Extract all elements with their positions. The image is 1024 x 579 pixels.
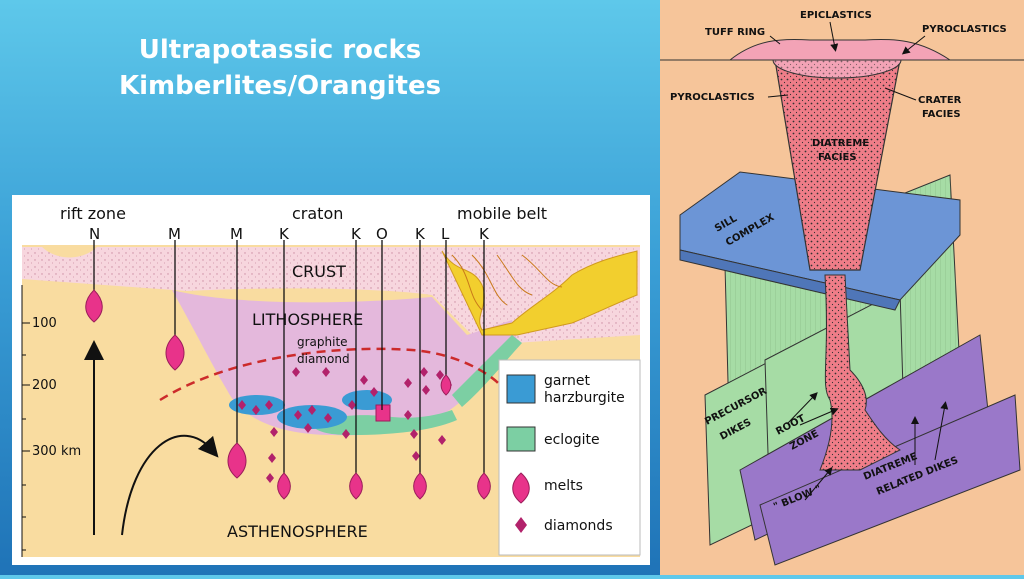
legend-swatch-eclogite xyxy=(506,426,536,452)
legend: garnet harzburgite eclogite melts diamon… xyxy=(498,359,641,556)
harzburgite-body xyxy=(229,395,285,415)
legend-swatch-diamonds xyxy=(515,517,527,533)
eclogite-body xyxy=(452,335,522,407)
pipe-letter-9: K xyxy=(479,225,490,243)
graphite-label: graphite xyxy=(297,335,348,349)
craton-cross-section: 100 200 300 km rift zone craton mobile b… xyxy=(12,195,650,565)
label-diatreme: DIATREME xyxy=(812,138,869,149)
kimberlite-pipe-diagram: EPICLASTICS TUFF RING PYROCLASTICS PYROC… xyxy=(660,0,1024,575)
depth-axis xyxy=(21,285,30,557)
melt-paths xyxy=(93,240,485,475)
kimberlite-pipe-svg: EPICLASTICS TUFF RING PYROCLASTICS PYROC… xyxy=(660,0,1024,575)
pipe-letter-1: N xyxy=(89,225,100,243)
zone-craton: craton xyxy=(292,204,343,223)
depth-100: 100 xyxy=(32,316,57,331)
purple-dike-2 xyxy=(759,394,1021,566)
mobile-belt-folds xyxy=(441,250,638,336)
cross-section-svg: 100 200 300 km rift zone craton mobile b… xyxy=(21,204,641,557)
depth-200: 200 xyxy=(32,378,57,393)
orangite-body xyxy=(375,404,391,422)
depth-300: 300 km xyxy=(32,444,81,459)
zone-rift: rift zone xyxy=(60,204,126,223)
crust-label: CRUST xyxy=(292,262,346,281)
legend-melts: melts xyxy=(544,478,583,494)
legend-eclogite: eclogite xyxy=(544,432,600,448)
title-line-1: Ultrapotassic rocks xyxy=(138,35,422,65)
diamond-markers xyxy=(238,367,452,483)
legend-garnet-line1: garnet xyxy=(544,373,590,389)
label-pyroclastics-top: PYROCLASTICS xyxy=(922,24,1007,35)
diamond-label: diamond xyxy=(297,352,350,366)
pipe-letter-7: K xyxy=(415,225,426,243)
label-crater: CRATER xyxy=(918,95,962,106)
label-tuff-ring: TUFF RING xyxy=(705,27,765,38)
pipe-letter-3: M xyxy=(230,225,243,243)
slide-title: Ultrapotassic rocks Kimberlites/Orangite… xyxy=(80,32,480,104)
label-epiclastics: EPICLASTICS xyxy=(800,10,872,21)
title-line-2: Kimberlites/Orangites xyxy=(118,71,442,101)
label-crater-facies: FACIES xyxy=(922,109,961,120)
pipe-letter-2: M xyxy=(168,225,181,243)
graphite-diamond-boundary xyxy=(159,347,503,402)
legend-garnet-line2: harzburgite xyxy=(544,390,625,406)
pipe-letter-5: K xyxy=(351,225,362,243)
asthenosphere-label: ASTHENOSPHERE xyxy=(227,522,368,541)
melt-drops xyxy=(85,289,491,500)
label-pyroclastics-left: PYROCLASTICS xyxy=(670,92,755,103)
pipe-letter-4: K xyxy=(279,225,290,243)
lithosphere-label: LITHOSPHERE xyxy=(252,310,363,329)
legend-swatch-melts xyxy=(512,472,530,504)
tuff-ring xyxy=(728,38,952,61)
pipe-letter-8: L xyxy=(441,225,450,243)
legend-diamonds: diamonds xyxy=(544,518,613,534)
legend-swatch-garnet xyxy=(506,374,536,404)
label-diatreme-facies: FACIES xyxy=(818,152,857,163)
pipe-letter-6: O xyxy=(376,225,388,243)
zone-mobile-belt: mobile belt xyxy=(457,204,547,223)
